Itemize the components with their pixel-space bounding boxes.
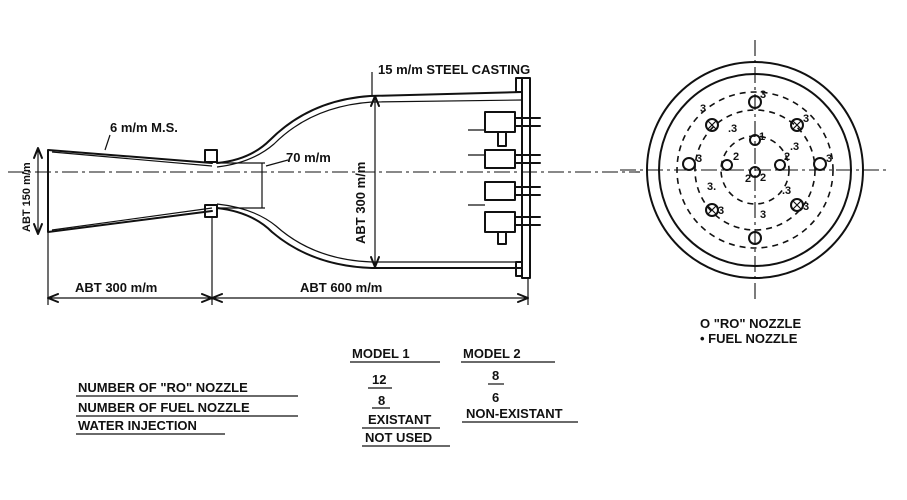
face-label: 3: [700, 103, 706, 115]
label-abt300-vertical: ABT 300 m/m: [353, 162, 368, 244]
label-steel-casting: 15 m/m STEEL CASTING: [378, 62, 530, 77]
face-label: 3: [826, 153, 832, 165]
row-label-fuel: NUMBER OF FUEL NOZZLE: [78, 400, 250, 415]
m1-fuel: 8: [378, 393, 385, 408]
row-label-water: WATER INJECTION: [78, 418, 197, 433]
m1-not-used: NOT USED: [365, 430, 432, 445]
face-label: 3.: [707, 181, 716, 193]
throat-flange-bottom: [204, 204, 218, 218]
face-label: 3: [803, 113, 809, 125]
face-label: 3: [760, 89, 766, 101]
label-abt150: ABT 150 m/m: [21, 162, 33, 232]
face-label: 2: [760, 172, 766, 184]
face-view: 3 3 3 3 3 3 3 3 .3 .3 .3 3. 1 2 2 2 2 O …: [620, 40, 890, 346]
face-label: 1: [759, 131, 765, 143]
ro-nozzles: [682, 95, 827, 245]
m2-fuel: 6: [492, 390, 499, 405]
header-model-2: MODEL 2: [463, 346, 521, 361]
label-abt300: ABT 300 m/m: [75, 280, 157, 295]
m1-water: EXISTANT: [368, 412, 431, 427]
row-label-ro: NUMBER OF "RO" NOZZLE: [78, 380, 248, 395]
face-label: 2: [733, 151, 739, 163]
throat-flange-top: [204, 149, 218, 163]
face-label: 2: [784, 151, 790, 163]
outer-ring: [646, 61, 864, 279]
label-ms: 6 m/m M.S.: [110, 120, 178, 135]
face-label: 3: [760, 209, 766, 221]
side-view: 15 m/m STEEL CASTING 6 m/m M.S. 70 m/m A…: [8, 62, 640, 305]
legend-ro-nozzle: O "RO" NOZZLE: [700, 316, 801, 331]
m2-ro: 8: [492, 368, 499, 383]
header-model-1: MODEL 1: [352, 346, 410, 361]
legend-fuel-nozzle: • FUEL NOZZLE: [700, 331, 798, 346]
face-label: 3: [718, 205, 724, 217]
label-abt600: ABT 600 m/m: [300, 280, 382, 295]
face-label: 3: [803, 201, 809, 213]
m1-ro: 12: [372, 372, 386, 387]
face-label: 2: [745, 173, 751, 185]
face-label: 3: [696, 153, 702, 165]
inlet-cone: [47, 149, 213, 233]
nozzle-assembly: [468, 111, 541, 245]
nozzle-plate: [521, 77, 531, 279]
m2-water: NON-EXISTANT: [466, 406, 563, 421]
label-70: 70 m/m: [286, 150, 331, 165]
face-label: .3: [790, 141, 799, 153]
face-label: .3: [728, 123, 737, 135]
face-label: .3: [782, 185, 791, 197]
casting-upper: [216, 91, 523, 164]
casting-lower: [216, 207, 523, 269]
model-table: MODEL 1 MODEL 2 NUMBER OF "RO" NOZZLE NU…: [76, 346, 578, 447]
